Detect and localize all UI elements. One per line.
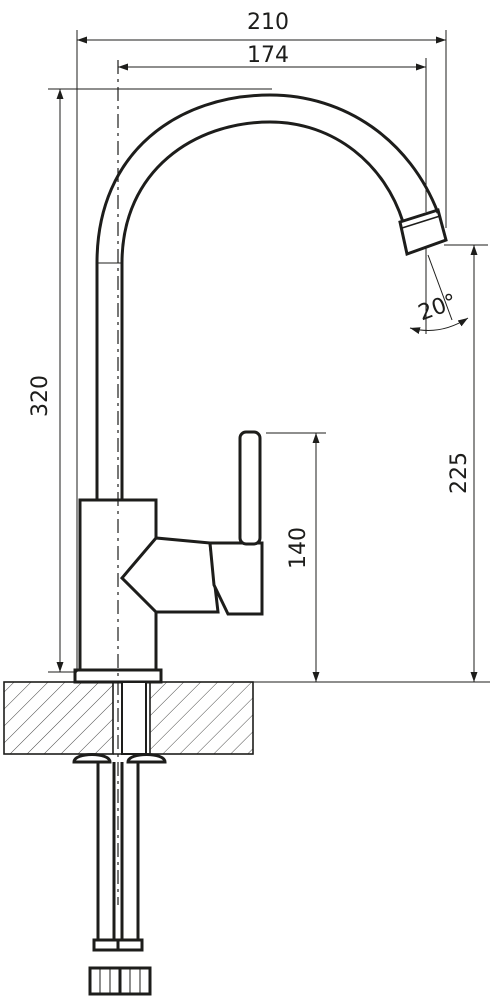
spout	[95, 93, 448, 500]
supply-hoses	[72, 681, 167, 996]
dimension-spout-angle: 20°	[409, 248, 469, 334]
dimension-label-20-degrees: 20°	[415, 289, 460, 326]
dimension-overall-width: 210	[76, 10, 447, 672]
dimension-label-225: 225	[447, 452, 472, 494]
dimension-spout-reach: 174	[118, 43, 427, 212]
dimension-lever-height: 140	[266, 432, 326, 682]
countertop-section	[3, 681, 490, 755]
dimension-label-320: 320	[28, 375, 53, 417]
dimension-label-140: 140	[286, 527, 311, 569]
dimension-label-210: 210	[247, 10, 289, 35]
dimension-spout-height: 225	[444, 244, 488, 682]
faucet-body	[73, 430, 264, 684]
dimension-label-174: 174	[247, 43, 289, 68]
dimension-total-height: 320	[28, 88, 272, 673]
